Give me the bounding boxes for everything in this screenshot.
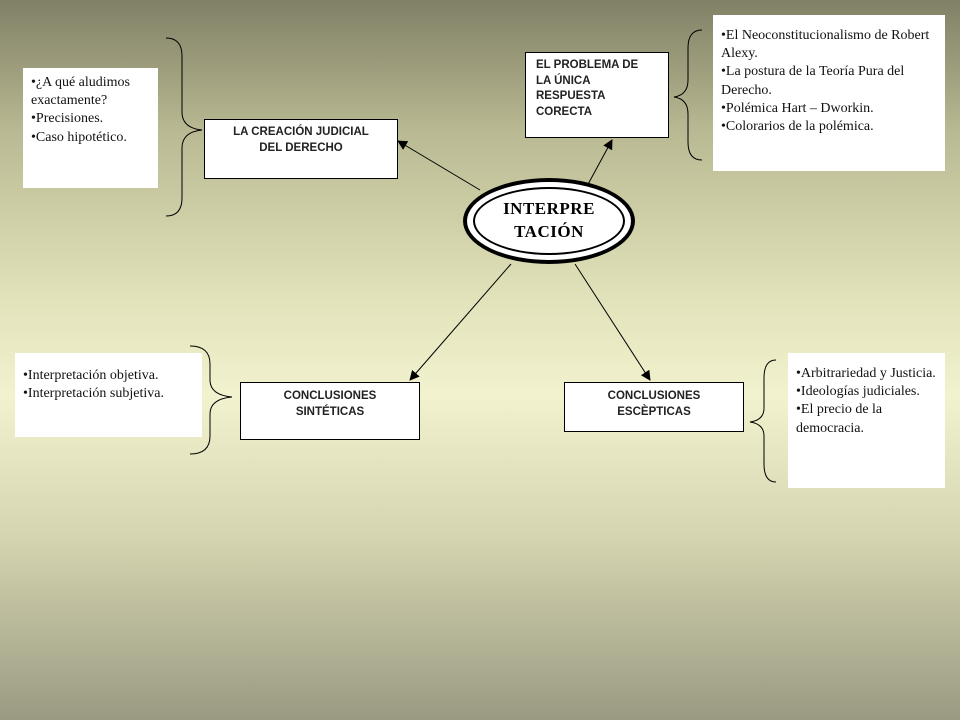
note-item: Polémica Hart – Dworkin. <box>721 100 937 118</box>
node-sinteticas-line2: SINTÉTICAS <box>295 405 365 418</box>
note-item: Colorarios de la polémica. <box>721 118 937 136</box>
note-item: Arbitrariedad y Justicia. <box>796 365 937 383</box>
brace-top-left <box>165 37 203 217</box>
note-item: La postura de la Teoría Pura del Derecho… <box>721 63 937 99</box>
arrow-to-problema <box>585 139 613 189</box>
note-item: El precio de la democracia. <box>796 401 937 437</box>
node-conclusiones-escepticas: CONCLUSIONES ESCÈPTICAS <box>564 382 744 432</box>
brace-top-right <box>673 29 703 161</box>
note-bottom-left-list: Interpretación objetiva. Interpretación … <box>23 367 194 403</box>
node-sinteticas-line1: CONCLUSIONES <box>283 390 377 402</box>
node-problema-line1: EL PROBLEMA DE <box>536 59 639 71</box>
node-problema-line2: LA ÚNICA <box>536 74 591 87</box>
center-label: INTERPRE TACIÓN <box>503 198 595 244</box>
node-problema-unica-respuesta: EL PROBLEMA DE LA ÚNICA RESPUESTA CORECT… <box>525 52 669 138</box>
arrow-to-escepticas <box>574 263 651 381</box>
note-item: Interpretación objetiva. <box>23 367 194 385</box>
brace-bottom-left <box>189 345 233 455</box>
note-top-right-list: El Neoconstitucionalismo de Robert Alexy… <box>721 27 937 136</box>
note-top-left-list: ¿A qué aludimos exactamente? Precisiones… <box>31 74 150 147</box>
arrow-to-creacion <box>397 140 481 191</box>
center-node-interpretacion: INTERPRE TACIÓN <box>463 178 635 264</box>
node-escepticas-line1: CONCLUSIONES <box>607 390 701 402</box>
note-item: Precisiones. <box>31 110 150 128</box>
note-top-right: El Neoconstitucionalismo de Robert Alexy… <box>713 15 945 171</box>
note-bottom-right: Arbitrariedad y Justicia. Ideologías jud… <box>788 353 945 488</box>
brace-bottom-right <box>749 359 777 483</box>
note-top-left: ¿A qué aludimos exactamente? Precisiones… <box>23 68 158 188</box>
note-item: ¿A qué aludimos exactamente? <box>31 74 150 110</box>
center-inner-ring <box>473 187 625 255</box>
center-label-line2: TACIÓN <box>514 222 584 241</box>
node-creacion-judicial: LA CREACIÓN JUDICIAL DEL DERECHO <box>204 119 398 179</box>
note-item: Caso hipotético. <box>31 129 150 147</box>
note-item: Interpretación subjetiva. <box>23 385 194 403</box>
node-creacion-line2: DEL DERECHO <box>259 141 343 154</box>
arrow-to-sinteticas <box>409 263 512 381</box>
node-escepticas-line2: ESCÈPTICAS <box>617 405 691 418</box>
note-item: El Neoconstitucionalismo de Robert Alexy… <box>721 27 937 63</box>
note-item: Ideologías judiciales. <box>796 383 937 401</box>
center-label-line1: INTERPRE <box>503 199 595 219</box>
node-conclusiones-sinteticas: CONCLUSIONES SINTÉTICAS <box>240 382 420 440</box>
note-bottom-left: Interpretación objetiva. Interpretación … <box>15 353 202 437</box>
node-problema-line3: RESPUESTA <box>536 90 606 103</box>
note-bottom-right-list: Arbitrariedad y Justicia. Ideologías jud… <box>796 365 937 438</box>
node-problema-line4: CORECTA <box>536 105 593 118</box>
node-creacion-line1: LA CREACIÓN JUDICIAL <box>233 126 369 138</box>
